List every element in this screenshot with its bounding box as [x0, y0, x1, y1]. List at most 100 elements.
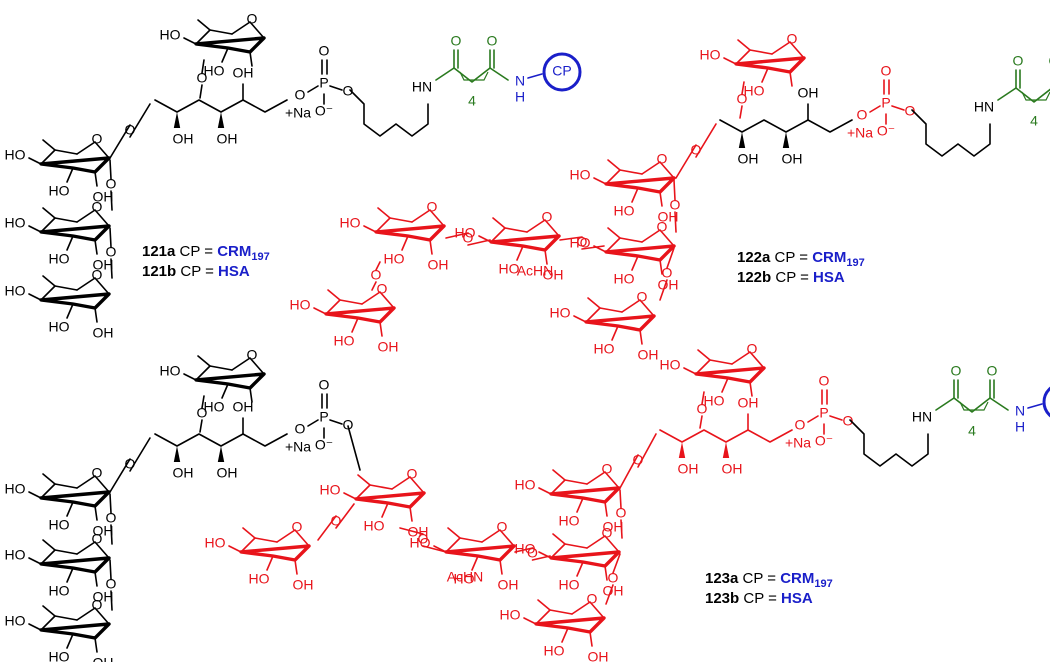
repeat-count: 4 — [968, 423, 976, 439]
hydroxyl-label: HO — [500, 607, 521, 623]
hydroxyl-label: HO — [559, 513, 580, 529]
hydroxyl-label: OH — [93, 523, 114, 539]
hydroxyl-label: OH — [498, 577, 519, 593]
hydroxyl-label: OH — [93, 189, 114, 205]
phosphorus-atom: P — [319, 75, 328, 91]
hydroxyl-label: HO — [5, 613, 26, 629]
hydroxyl-label: HO — [49, 251, 70, 267]
hydroxyl-label: HO — [410, 535, 431, 551]
carbonyl-oxygen: O — [451, 33, 462, 49]
phosphorus-atom: P — [319, 409, 328, 425]
hydroxyl-label: HO — [49, 583, 70, 599]
hydroxyl-label: HO — [700, 47, 721, 63]
ring-oxygen: O — [92, 199, 103, 215]
glycosidic-oxygen: O — [197, 70, 208, 86]
glycosidic-oxygen: O — [616, 505, 627, 521]
ring-oxygen: O — [92, 267, 103, 283]
hydroxyl-label: HO — [364, 518, 385, 534]
hydroxyl-label: HO — [334, 333, 355, 349]
hydroxyl-label: OH — [588, 649, 609, 662]
ring-oxygen: O — [92, 531, 103, 547]
hydroxyl-label: OH — [603, 583, 624, 599]
phosphorus-atom: P — [819, 405, 828, 421]
glycosidic-oxygen: O — [527, 545, 538, 561]
hydroxyl-label: OH — [798, 85, 819, 101]
hydroxyl-label: HO — [515, 541, 536, 557]
sodium-counterion: +Na — [285, 439, 311, 455]
hydroxyl-label: OH — [408, 524, 429, 540]
carrier-protein-circle — [542, 52, 582, 92]
amide-nitrogen: HN — [412, 79, 432, 95]
glycosidic-oxygen: O — [125, 456, 136, 472]
ring-oxygen: O — [377, 281, 388, 297]
hydroxyl-label: OH — [93, 589, 114, 605]
compound-label-122a: 122a CP = CRM197 — [737, 249, 865, 269]
hydroxyl-label: HO — [5, 283, 26, 299]
carbonyl-oxygen: O — [951, 363, 962, 379]
hydroxyl-label: HO — [559, 577, 580, 593]
hydroxyl-label: OH — [173, 465, 194, 481]
ring-oxygen: O — [602, 461, 613, 477]
carrier-protein-circle — [1042, 386, 1050, 418]
hydroxyl-label: HO — [49, 517, 70, 533]
hydroxyl-label: HO — [499, 261, 520, 277]
phosphoryl-oxygen: O — [881, 63, 892, 79]
ring-oxygen: O — [787, 31, 798, 47]
hydroxyl-label: HO — [594, 341, 615, 357]
hydroxyl-label: HO — [384, 251, 405, 267]
phosphorus-atom: P — [881, 95, 890, 111]
ring-oxygen: O — [657, 151, 668, 167]
hydroxyl-label: OH — [233, 399, 254, 415]
anionic-oxygen: O⁻ — [815, 433, 833, 449]
carrier-amide-nitrogen: N — [515, 73, 525, 89]
compound-label-121a: 121a CP = CRM197 — [142, 243, 270, 263]
hydroxyl-label: HO — [515, 477, 536, 493]
carbonyl-oxygen: O — [487, 33, 498, 49]
ester-oxygen: O — [343, 83, 354, 99]
sodium-counterion: +Na — [285, 105, 311, 121]
hydroxyl-label: HO — [614, 203, 635, 219]
ester-oxygen: O — [795, 417, 806, 433]
hydroxyl-label: OH — [93, 257, 114, 273]
glycosidic-oxygen: O — [691, 142, 702, 158]
phosphoryl-oxygen: O — [319, 377, 330, 393]
hydroxyl-label: HO — [49, 649, 70, 662]
compound-label-123a: 123a CP = CRM197 — [705, 570, 833, 590]
hydroxyl-label: OH — [93, 655, 114, 662]
ester-oxygen: O — [843, 413, 854, 429]
ring-oxygen: O — [92, 597, 103, 613]
carrier-protein-label: CP — [552, 63, 571, 79]
amide-nitrogen: HN — [974, 99, 994, 115]
ester-oxygen: O — [343, 417, 354, 433]
glycosidic-oxygen: O — [371, 267, 382, 283]
acetamido-label: AcHN — [447, 569, 484, 585]
carbonyl-oxygen: O — [987, 363, 998, 379]
hydroxyl-label: OH — [738, 395, 759, 411]
hydroxyl-label: HO — [704, 393, 725, 409]
glycosidic-oxygen: O — [662, 265, 673, 281]
hydroxyl-label: OH — [738, 151, 759, 167]
hydroxyl-label: HO — [49, 183, 70, 199]
hydroxyl-label: HO — [204, 63, 225, 79]
ring-oxygen: O — [657, 219, 668, 235]
ring-oxygen: O — [427, 199, 438, 215]
glycosidic-oxygen: O — [331, 513, 342, 529]
glycosidic-oxygen: O — [633, 452, 644, 468]
ring-oxygen: O — [602, 525, 613, 541]
anionic-oxygen: O⁻ — [315, 103, 333, 119]
